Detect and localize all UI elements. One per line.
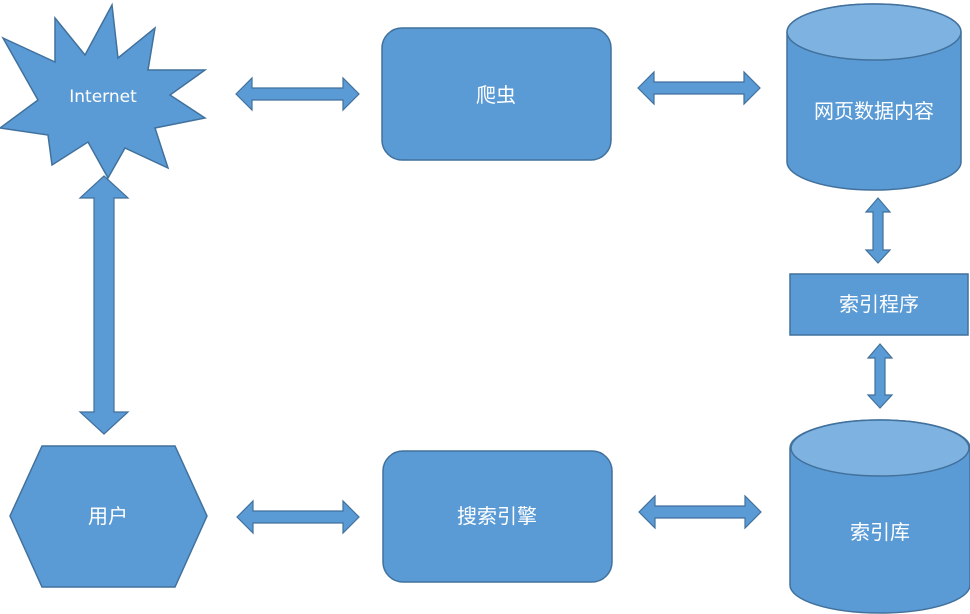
user-hexagon — [9, 445, 208, 588]
arrow-internet-crawler — [235, 76, 360, 112]
web-content-node: 网页数据内容 — [786, 3, 962, 191]
arrow-crawler-web-content — [637, 70, 761, 106]
search-engine-node: 搜索引擎 — [382, 450, 613, 583]
arrow-internet-user — [78, 175, 130, 435]
web-content-cylinder-top — [786, 3, 962, 61]
index-db-label: 索引库 — [850, 520, 910, 544]
internet-starburst — [0, 2, 208, 180]
index-db-node: 索引库 — [789, 419, 970, 614]
crawler-label: 爬虫 — [476, 83, 516, 107]
internet-label: Internet — [69, 87, 137, 107]
crawler-box — [381, 27, 612, 161]
indexer-label: 索引程序 — [839, 292, 919, 316]
crawler-node: 爬虫 — [381, 27, 612, 161]
internet-node: Internet — [0, 2, 208, 180]
search-engine-label: 搜索引擎 — [457, 504, 537, 528]
arrow-search-engine-index-db — [638, 494, 762, 530]
search-engine-box — [382, 450, 613, 583]
web-content-label: 网页数据内容 — [814, 99, 934, 123]
arrow-web-content-indexer — [864, 197, 892, 264]
indexer-node: 索引程序 — [789, 273, 969, 336]
arrow-user-search-engine — [236, 499, 360, 535]
indexer-box — [789, 273, 969, 336]
index-db-cylinder-top — [790, 419, 970, 477]
user-node: 用户 — [9, 445, 208, 588]
user-label: 用户 — [88, 504, 128, 528]
arrow-indexer-index-db — [866, 343, 894, 409]
